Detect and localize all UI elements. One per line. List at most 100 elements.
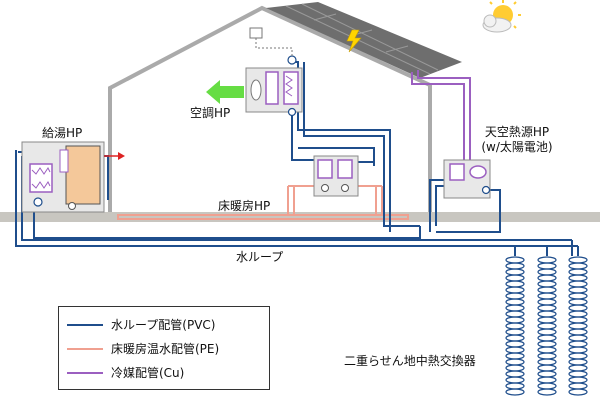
coil-loop [568,328,588,336]
coil-loop [505,364,525,372]
sun-cloud-icon [482,0,521,33]
label-air-source-hp-sub: (w/太陽電池) [481,140,553,154]
label-ground-exchanger: 二重らせん地中熱交換器 [344,354,476,368]
legend-label: 水ループ配管(PVC) [111,318,216,332]
coil-loop [568,370,588,378]
coil-loop [505,328,525,336]
coil-loop [505,322,525,330]
coil-loop [537,352,557,360]
legend-swatch [67,372,103,374]
label-floor-heating-hp: 床暖房HP [218,199,271,213]
coil-loop [505,262,525,270]
legend-item-floor-pipe: 床暖房温水配管(PE) [67,340,267,356]
coil-loop [505,298,525,306]
coil-loop [505,370,525,378]
floor-heating-hp-unit [313,155,359,197]
coil-loop [505,340,525,348]
coil-loop [568,388,588,396]
coil-loop [537,358,557,366]
coil-loop [537,262,557,270]
coil-loop [505,346,525,354]
coil-loop [537,388,557,396]
coil-loop [505,316,525,324]
coil-loop [568,322,588,330]
coil-loop [568,358,588,366]
coil-loop [568,286,588,294]
coil-loop [568,316,588,324]
coil-loop [568,310,588,318]
ground-surface [0,212,600,222]
coil-loop [537,328,557,336]
refrigerant-pipes [411,70,471,162]
coil-loop [537,268,557,276]
legend-label: 床暖房温水配管(PE) [111,342,220,356]
coil-loop [537,370,557,378]
label-water-loop: 水ループ [236,250,284,264]
coil-loop [505,352,525,360]
coil-loop [505,382,525,390]
coil-loop [537,364,557,372]
coil-loop [537,292,557,300]
coil-loop [537,286,557,294]
water-heater-hp-unit [21,141,105,213]
house-outline [108,5,432,212]
coil-loop [537,310,557,318]
coil-loop [568,334,588,342]
coil-loop [568,280,588,288]
coil-loop [537,274,557,282]
legend-swatch [67,348,103,350]
legend: 水ループ配管(PVC) 床暖房温水配管(PE) 冷媒配管(Cu) [58,306,270,390]
coil-loop [568,364,588,372]
coil-loop [505,376,525,384]
coil-loop [568,382,588,390]
coil-loop [568,346,588,354]
coil-loop [537,298,557,306]
coil-loop [568,274,588,282]
air-conditioning-hp-unit [245,27,303,117]
solar-panel [266,2,462,78]
airflow-arrow-icon [206,80,244,104]
label-air-conditioning-hp: 空調HP [190,106,231,120]
legend-item-water-pipe: 水ループ配管(PVC) [67,316,267,332]
coil-loop [568,262,588,270]
legend-label: 冷媒配管(Cu) [111,366,185,380]
coil-loop [568,292,588,300]
coil-loop [505,334,525,342]
coil-loop [568,256,588,264]
hot-water-arrow-icon [104,152,125,160]
coil-loop [537,376,557,384]
coil-loop [537,280,557,288]
coil-loop [505,388,525,396]
coil-loop [537,316,557,324]
coil-loop [505,280,525,288]
coil-loop [537,256,557,264]
coil-loop [568,340,588,348]
coil-loop [505,274,525,282]
coil-loop [568,304,588,312]
coil-loop [537,334,557,342]
label-water-heater-hp: 給湯HP [42,126,83,140]
coil-loop [537,340,557,348]
label-air-source-hp: 天空熱源HP [484,125,550,139]
ground-heat-exchanger [505,256,588,396]
legend-item-refrigerant-pipe: 冷媒配管(Cu) [67,364,267,380]
coil-loop [537,382,557,390]
coil-loop [505,268,525,276]
coil-loop [505,310,525,318]
coil-loop [537,346,557,354]
coil-loop [537,304,557,312]
coil-loop [568,298,588,306]
coil-loop [568,376,588,384]
coil-loop [568,352,588,360]
coil-loop [505,304,525,312]
air-source-hp-unit [443,159,491,199]
hot-water-tank [65,145,101,205]
coil-loop [505,286,525,294]
coil-loop [568,268,588,276]
lightning-icon [346,29,362,53]
legend-swatch [67,324,103,326]
coil-loop [505,358,525,366]
coil-loop [537,322,557,330]
coil-loop [505,292,525,300]
